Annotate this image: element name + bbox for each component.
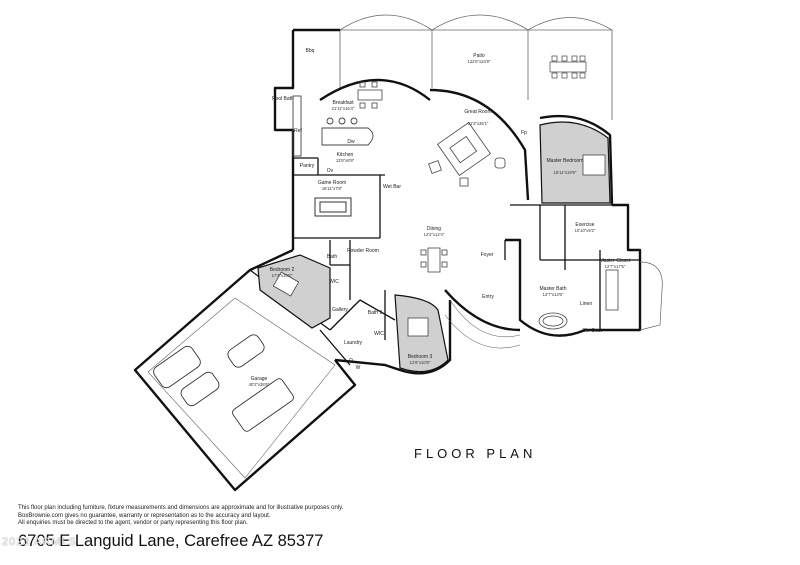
room-label-pantry: Pantry xyxy=(300,163,315,169)
room-label-linen: Linen xyxy=(580,301,592,307)
room-label-bath-3: Bath 3 xyxy=(368,310,383,316)
room-dim-dining: 12'4"x12'4" xyxy=(424,232,445,237)
master-bath-tub xyxy=(538,312,568,330)
garage-outline xyxy=(147,297,336,479)
room-label-master-closet: Master Closet xyxy=(600,258,631,264)
property-address: 6705 E Languid Lane, Carefree AZ 85377 xyxy=(18,532,324,550)
room-label-bedroom-3: Bedroom 3 xyxy=(408,354,433,360)
room-label-pool-bath: Pool Bath xyxy=(272,96,294,102)
room-dim-master-bath: 13'7"x13'6" xyxy=(543,292,564,297)
kitchen-island xyxy=(292,95,374,157)
garage-vehicles xyxy=(153,334,294,432)
dining-table xyxy=(420,247,448,273)
room-label-garage: Garage xyxy=(251,376,268,382)
patio-table xyxy=(549,55,587,79)
interior-walls xyxy=(249,157,640,366)
room-dim-garage: 40'2"x38'6" xyxy=(249,382,270,387)
room-label-ref: Ref xyxy=(294,128,302,134)
room-label-master-bath: Master Bath xyxy=(540,286,567,292)
room-label-patio: Patio xyxy=(473,53,485,59)
room-label-powder-room: Powder Room xyxy=(347,248,379,254)
room-dim-bedroom-2: 17'3"x10'6" xyxy=(272,273,293,278)
shaded-rooms xyxy=(257,121,611,373)
room-dim-master-closet: 12'7"x17'5" xyxy=(605,264,626,269)
room-label-gallery: Gallery xyxy=(332,307,348,313)
room-label-laundry: Laundry xyxy=(344,340,363,346)
disclaimer: This floor plan including furniture, fix… xyxy=(18,505,343,528)
closet-island xyxy=(605,269,619,311)
room-label-dining: Dining xyxy=(427,226,441,232)
floor-plan-title: FLOOR PLAN xyxy=(414,446,537,461)
breakfast-table xyxy=(357,81,383,109)
great-room-furniture xyxy=(428,121,506,187)
room-label-wic-2: WIC xyxy=(374,331,384,337)
room-label-entry: Entry xyxy=(482,294,494,300)
pool-table xyxy=(314,197,352,217)
room-label-kitchen: Kitchen xyxy=(337,152,354,158)
disclaimer-line: All enquiries must be directed to the ag… xyxy=(18,520,248,527)
patio-area xyxy=(339,14,613,120)
room-label-shr-seat: Shr Seat xyxy=(582,328,602,334)
exterior-walls xyxy=(133,28,642,492)
side-patio xyxy=(639,261,663,331)
room-dim-master-bedroom: 18'11"x19'6" xyxy=(554,170,577,175)
room-label-fp: Fp xyxy=(521,130,527,136)
master-bedroom-floor xyxy=(539,121,611,204)
room-label-bath-1: Bath xyxy=(327,254,338,260)
room-dim-great-room: 31'3"x35'1" xyxy=(468,121,489,126)
room-label-dryer: D xyxy=(349,358,353,364)
room-label-foyer: Foyer xyxy=(481,252,494,258)
room-dim-breakfast: 21'11"x16'4" xyxy=(332,106,355,111)
bedroom-3-bed xyxy=(407,317,429,337)
room-dim-exercise: 10'10"x9'2" xyxy=(575,228,596,233)
room-label-game-room: Game Room xyxy=(318,180,346,186)
master-bed xyxy=(582,154,606,176)
room-dim-kitchen: 13'9"x8'9" xyxy=(336,158,355,163)
room-label-exercise: Exercise xyxy=(575,222,594,228)
room-label-great-room: Great Room xyxy=(464,109,491,115)
disclaimer-line: BoxBrownie.com gives no guarantee, warra… xyxy=(18,512,271,519)
room-dim-patio: 122'6"x24'8" xyxy=(468,59,491,64)
room-dim-game-room: 18'11"x7'8" xyxy=(322,186,343,191)
room-label-dw: Dw xyxy=(347,139,355,145)
bedroom-2-bed xyxy=(272,271,300,297)
disclaimer-line: This floor plan including furniture, fix… xyxy=(18,505,344,511)
entry-porch xyxy=(444,299,521,349)
bedroom-2-floor xyxy=(257,254,331,329)
room-label-wet-bar: Wet Bar xyxy=(383,184,401,190)
room-label-wic-1: WIC xyxy=(329,279,339,285)
room-label-bbq: Bbq xyxy=(306,48,315,54)
room-label-master-bedroom: Master Bedroom xyxy=(547,158,584,164)
room-dim-bedroom-3: 12'6"x10'8" xyxy=(410,360,431,365)
room-labels: Bbq Patio 122'6"x24'8" Pool Bath Breakfa… xyxy=(249,48,631,387)
room-label-bedroom-2: Bedroom 2 xyxy=(270,267,295,273)
room-label-ov: Ov xyxy=(327,168,334,174)
room-label-breakfast: Breakfast xyxy=(332,100,354,106)
room-label-washer: W xyxy=(356,365,361,371)
